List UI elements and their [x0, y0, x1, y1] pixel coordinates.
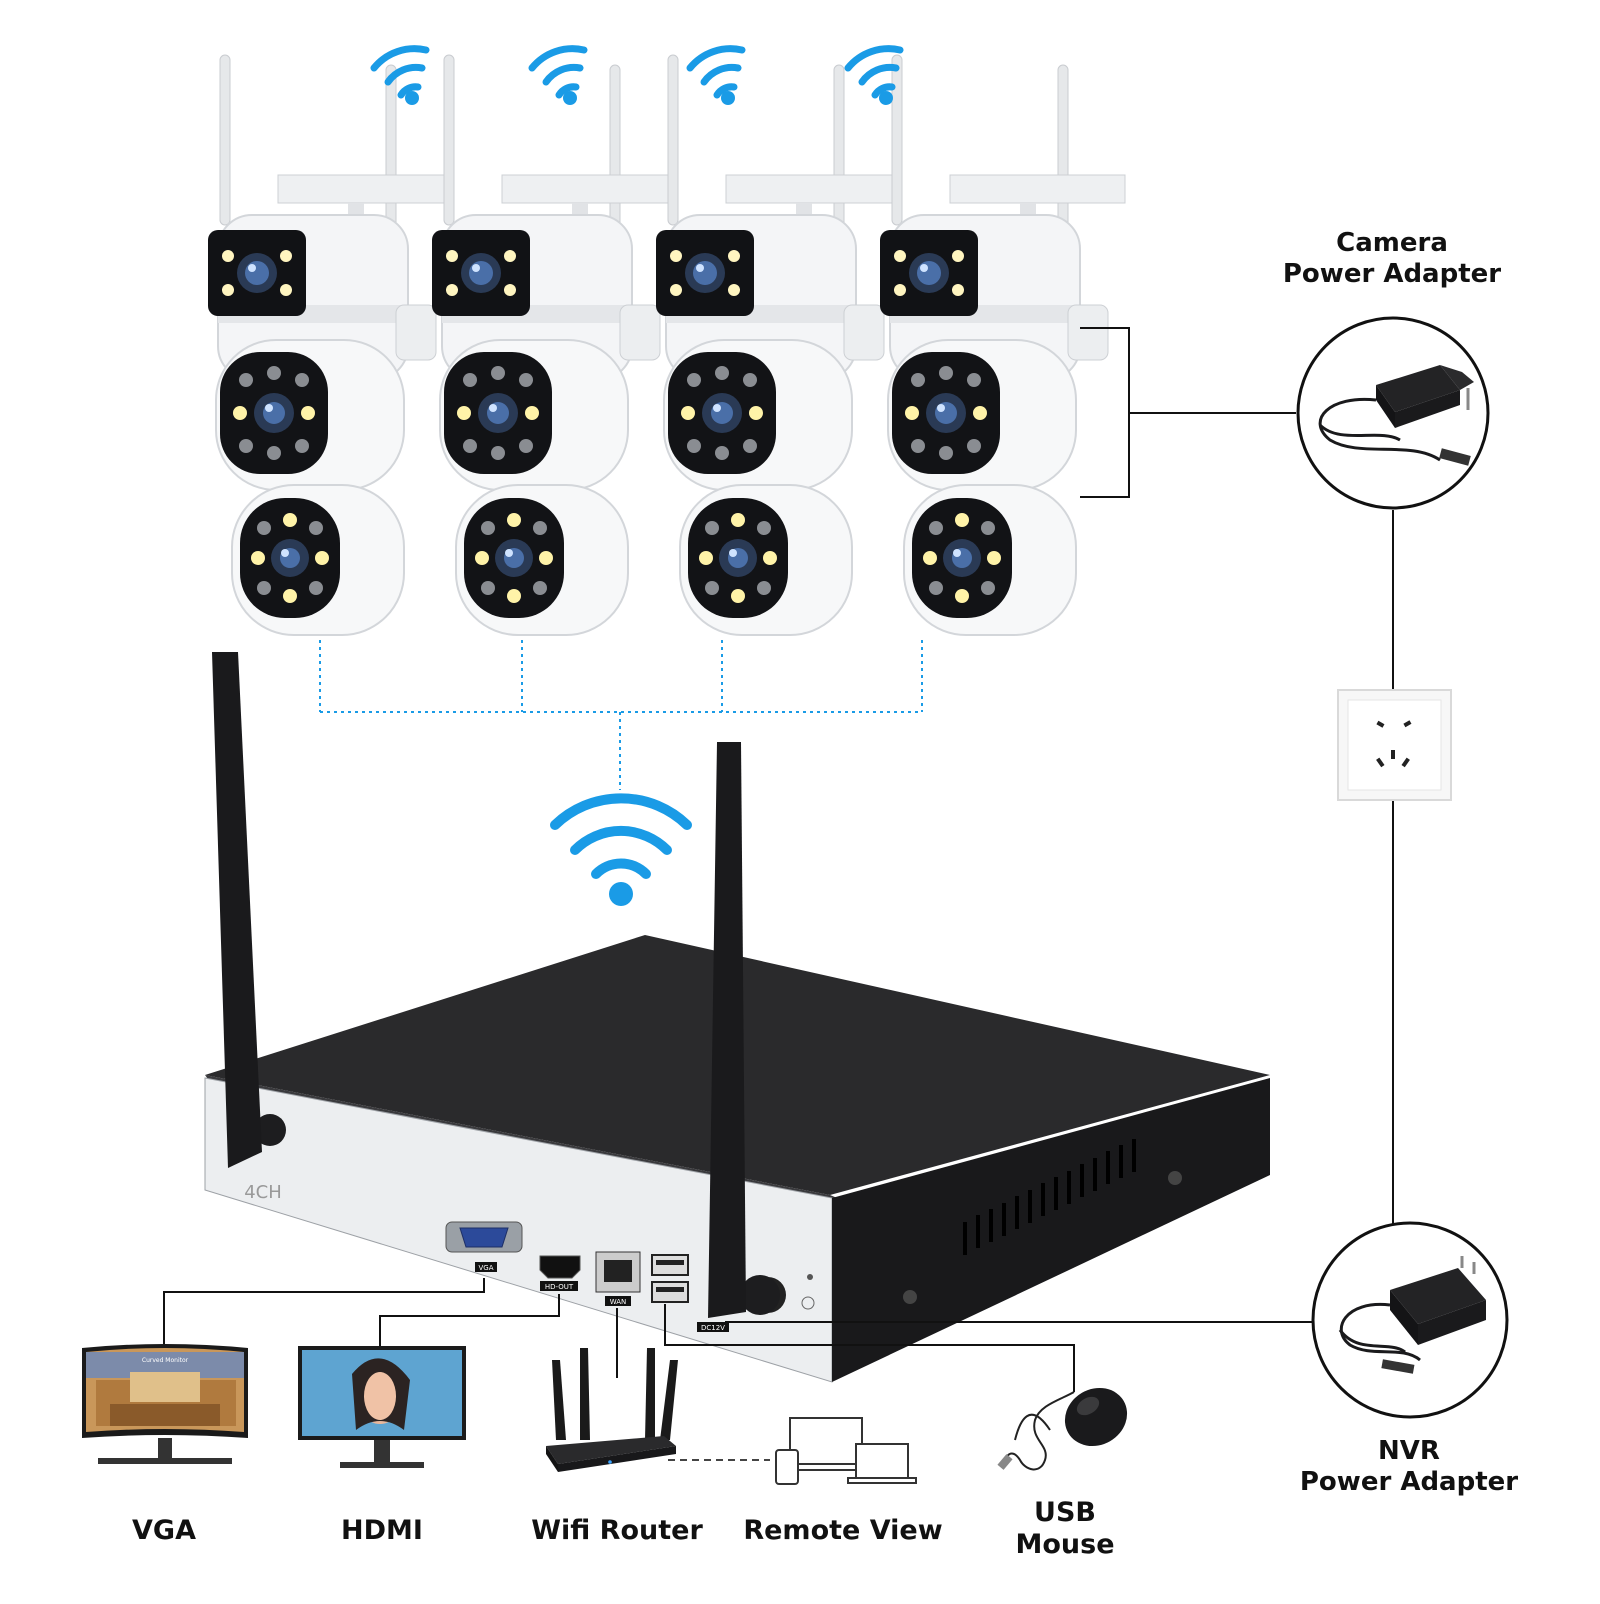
camera-2: [431, 54, 678, 636]
nvr-power-adapter-label-line1: NVR: [1378, 1436, 1440, 1466]
nvr-power-adapter-label: NVR Power Adapter: [1294, 1436, 1524, 1497]
monitor-icon: Curved Monitor: [82, 1344, 248, 1464]
remote-view-label: Remote View: [743, 1515, 943, 1546]
camera-4: [879, 54, 1126, 636]
nvr-power-adapter-label-line2: Power Adapter: [1299, 1466, 1519, 1497]
wifi-icon: [374, 49, 426, 105]
vga-label: VGA: [132, 1515, 196, 1546]
camera-3: [655, 54, 902, 636]
wifi-icon: [550, 793, 692, 906]
wiring: [163, 327, 1394, 1392]
phone-icon: [775, 1449, 799, 1485]
nvr-power-adapter: [1311, 1221, 1509, 1419]
power-adapter-icon: [1338, 1256, 1486, 1374]
router-icon: [546, 1348, 678, 1472]
hdmi-label: HDMI: [341, 1515, 423, 1546]
usb-mouse-label-line1: USB: [1034, 1497, 1096, 1528]
hdmi-port-label: HD-OUT: [545, 1283, 574, 1291]
monitor-brand-text: Curved Monitor: [142, 1357, 189, 1364]
antenna-icon: [212, 652, 262, 1168]
nvr-icon: VGA HD-OUT WAN DC12V 4CH: [204, 935, 1270, 1383]
channel-mark: 4CH: [244, 1182, 282, 1203]
laptop-icon: [847, 1443, 917, 1484]
camera-power-adapter-label: Camera Power Adapter: [1277, 228, 1507, 289]
antenna-icon: [708, 742, 746, 1318]
power-adapter-icon: [1318, 365, 1474, 466]
vga-port-label: VGA: [478, 1264, 493, 1272]
camera-power-adapter-label-line1: Camera: [1336, 228, 1448, 258]
wall-socket-icon: [1337, 689, 1452, 801]
wifi-icon: [532, 49, 584, 105]
camera-icon: [879, 54, 1126, 636]
monitor-icon: [298, 1346, 466, 1468]
wireless-links: [319, 640, 923, 790]
camera-icon: [431, 54, 678, 636]
wifi-icon: [690, 49, 742, 105]
wan-port-label: WAN: [610, 1298, 627, 1306]
usb-mouse-label: USB Mouse: [1010, 1497, 1120, 1561]
camera-icon: [655, 54, 902, 636]
camera-icon: [207, 54, 454, 636]
power-port-label: DC12V: [701, 1324, 725, 1332]
mouse-icon: [997, 1387, 1128, 1471]
camera-power-adapter: [1296, 316, 1490, 510]
camera-1: [207, 54, 454, 636]
usb-mouse-label-line2: Mouse: [1015, 1528, 1115, 1560]
wifi-router-label: Wifi Router: [531, 1515, 703, 1546]
camera-power-adapter-label-line2: Power Adapter: [1282, 258, 1502, 289]
laptop-icon: [777, 1417, 875, 1471]
